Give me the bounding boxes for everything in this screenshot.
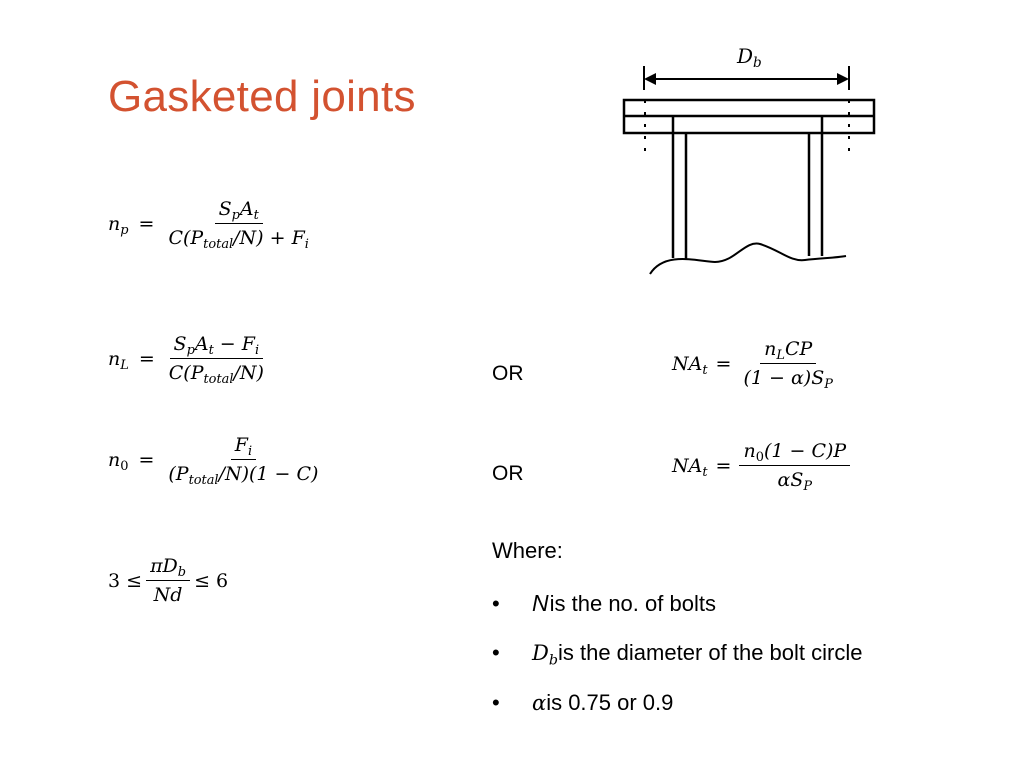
list-item: • α is 0.75 or 0.9 <box>492 690 674 715</box>
bullet-icon: • <box>492 590 500 616</box>
or-label-1: OR <box>492 362 524 385</box>
equation-bolt-spacing: 3 ≤ πDb Nd ≤ 6 <box>108 555 229 606</box>
bullet-icon: • <box>492 690 500 715</box>
equation-NAt-1: NAt = nLCP (1 − α)SP <box>672 338 833 392</box>
equation-n0: n0 = Fi (Ptotal/N)(1 − C) <box>108 434 319 488</box>
list-item: • Db is the diameter of the bolt circle <box>492 640 863 669</box>
where-heading: Where: <box>492 538 563 563</box>
equation-nL: nL = SpAt − Fi C(Ptotal/N) <box>108 333 264 387</box>
slide-title: Gasketed joints <box>108 72 416 121</box>
equation-np: np = SpAt C(Ptotal/N) + Fi <box>108 198 309 252</box>
or-label-2: OR <box>492 462 524 485</box>
equation-NAt-2: NAt = n0(1 − C)P αSP <box>672 440 854 493</box>
diagram-label: Db <box>737 44 762 72</box>
bullet-icon: • <box>492 640 500 665</box>
